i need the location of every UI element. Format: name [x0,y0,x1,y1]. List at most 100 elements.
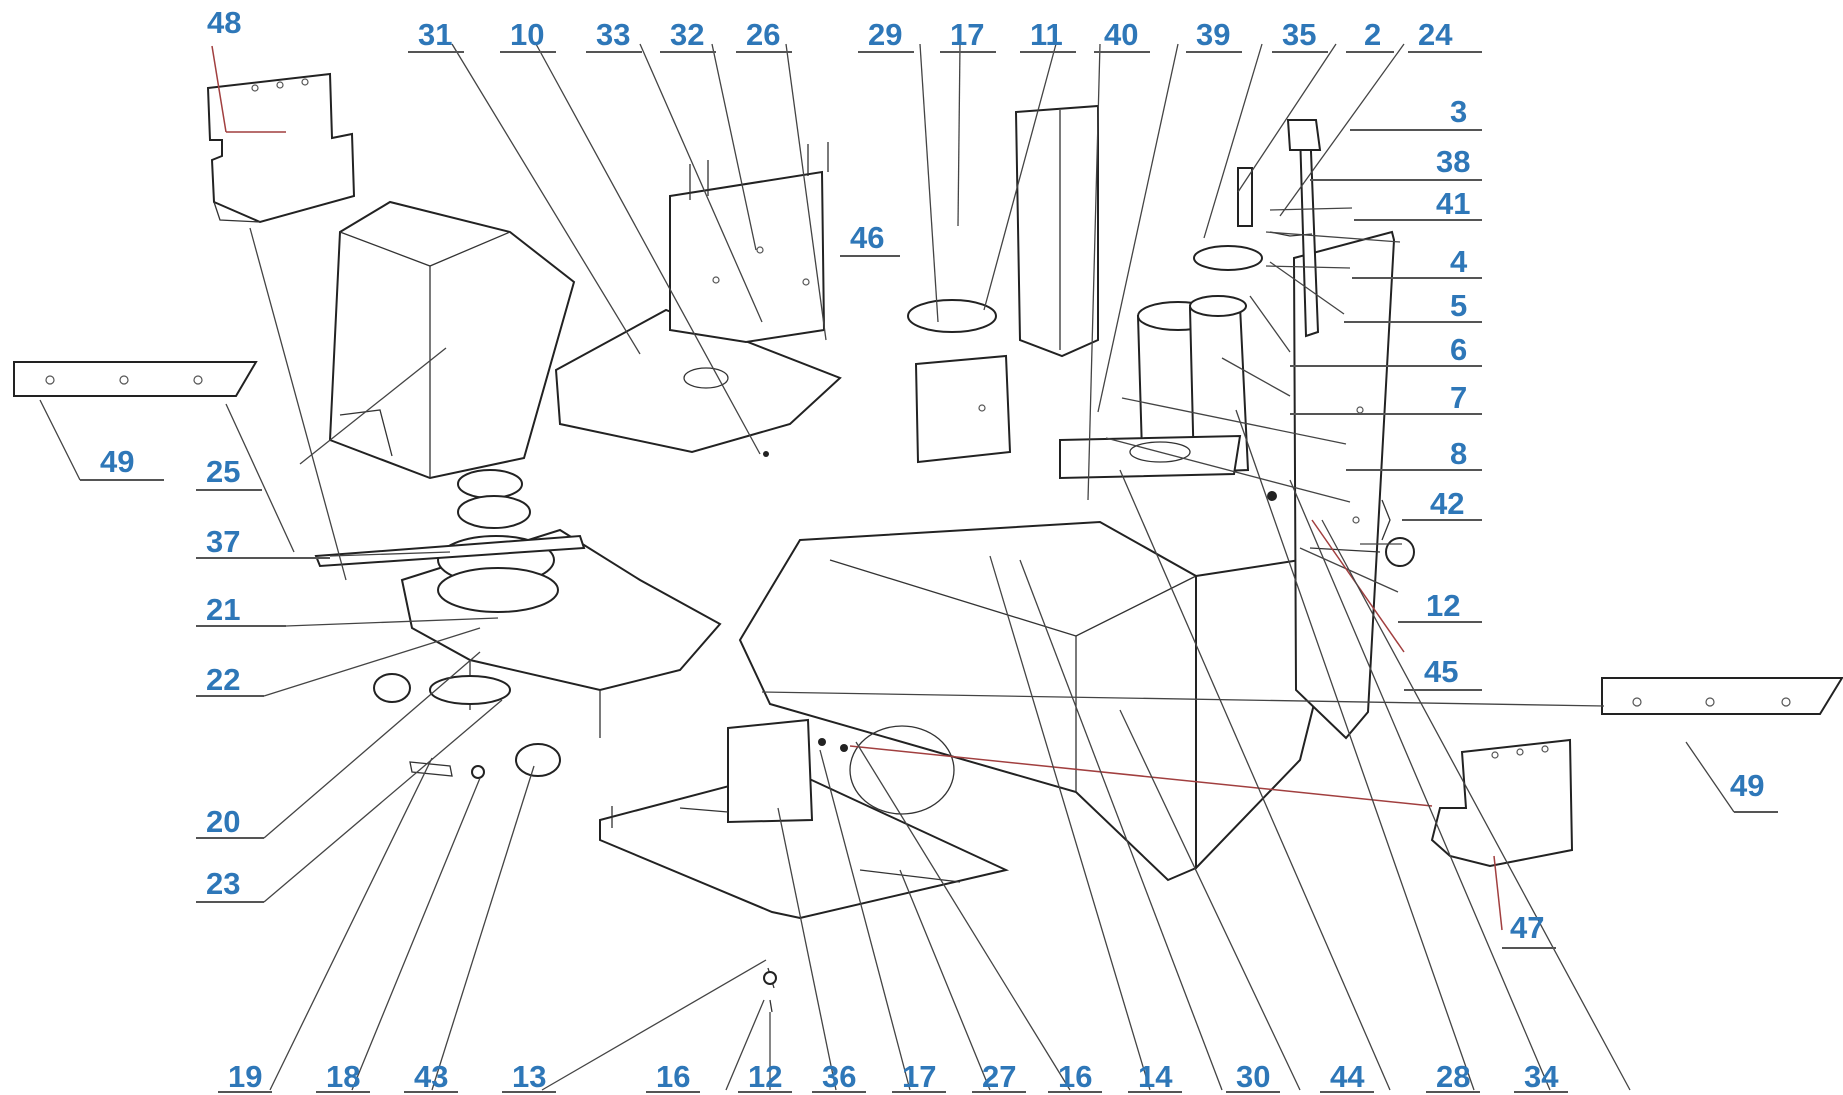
handle-part-42 [1309,499,1415,567]
porthole-ring [849,725,955,815]
callout-22: 22 [196,662,264,697]
svg-text:8: 8 [1450,436,1467,471]
leader-lines [39,43,1735,1091]
svg-text:2: 2 [1364,17,1381,52]
svg-text:30: 30 [1236,1059,1270,1094]
svg-text:26: 26 [746,17,780,52]
callout-38: 38 [1310,144,1482,181]
callout-14: 14 [1128,1059,1182,1094]
svg-text:45: 45 [1424,654,1458,689]
svg-text:25: 25 [206,454,240,489]
svg-text:41: 41 [1436,186,1470,221]
svg-text:37: 37 [206,524,240,559]
small-fasteners [373,673,777,1013]
svg-text:12: 12 [1426,588,1460,623]
svg-text:39: 39 [1196,17,1230,52]
svg-text:47: 47 [1510,910,1544,945]
svg-text:28: 28 [1436,1059,1470,1094]
svg-text:49: 49 [100,444,134,479]
parts-drawing [13,72,1843,1013]
svg-text:32: 32 [670,17,704,52]
svg-text:16: 16 [656,1059,690,1094]
svg-text:49: 49 [1730,768,1764,803]
callout-7: 7 [1290,380,1482,415]
strip-part-49-right [1601,677,1843,715]
callout-4: 4 [1352,244,1482,279]
callout-13: 13 [502,1059,556,1094]
callout-17-top: 17 [940,17,996,53]
callout-5: 5 [1344,288,1482,323]
svg-text:4: 4 [1450,244,1468,279]
svg-text:40: 40 [1104,17,1138,52]
right-side-plate [1292,230,1396,740]
svg-text:43: 43 [414,1059,448,1094]
callout-45: 45 [1404,654,1482,691]
svg-text:14: 14 [1138,1059,1173,1094]
callout-47: 47 [1502,910,1556,949]
top-mechanism [1193,119,1322,338]
svg-text:16: 16 [1058,1059,1092,1094]
callout-20: 20 [196,804,264,839]
callout-21: 21 [196,592,286,627]
callout-16-bottom-b: 16 [1048,1059,1102,1094]
bracket-part-32 [669,142,829,344]
callout-27: 27 [972,1059,1026,1094]
svg-text:13: 13 [512,1059,546,1094]
callout-3: 3 [1350,94,1482,131]
callout-42: 42 [1402,486,1482,521]
svg-text:21: 21 [206,592,240,627]
callout-28: 28 [1426,1059,1480,1094]
svg-text:44: 44 [1330,1059,1365,1094]
svg-text:42: 42 [1430,486,1464,521]
callout-8: 8 [1346,436,1482,471]
hood-part-25 [328,200,576,480]
callout-2: 2 [1346,17,1394,53]
callout-24: 24 [1408,17,1482,53]
callout-12-bottom: 12 [738,1059,792,1094]
callout-12-right: 12 [1398,588,1482,623]
callout-34: 34 [1514,1059,1568,1094]
rack-part-37 [314,534,586,568]
callout-36: 36 [812,1059,866,1094]
callout-6: 6 [1290,332,1482,367]
callout-11: 11 [1020,17,1076,53]
svg-text:23: 23 [206,866,240,901]
svg-text:31: 31 [418,17,452,52]
callout-33: 33 [586,17,642,53]
svg-text:33: 33 [596,17,630,52]
callout-23: 23 [196,866,264,903]
svg-text:11: 11 [1030,17,1063,52]
callout-48: 48 [207,5,241,40]
callout-44: 44 [1320,1059,1374,1094]
svg-text:34: 34 [1524,1059,1559,1094]
callout-46: 46 [840,220,900,257]
callout-37: 37 [196,524,330,559]
svg-text:38: 38 [1436,144,1470,179]
callout-30: 30 [1226,1059,1280,1094]
column-part-11 [1014,104,1099,358]
guard-part-47 [1430,738,1574,868]
svg-text:48: 48 [207,5,241,40]
callout-29: 29 [858,17,914,53]
callout-10: 10 [500,17,556,53]
callout-18: 18 [316,1059,370,1094]
callout-26: 26 [736,17,792,53]
callout-32: 32 [660,17,716,53]
strip-part-49-left [13,361,258,397]
svg-text:6: 6 [1450,332,1467,367]
svg-text:36: 36 [822,1059,856,1094]
callout-19: 19 [218,1059,272,1094]
callout-labels: 48 31 10 33 32 26 29 17 11 40 39 35 2 24… [80,5,1778,1094]
svg-text:5: 5 [1450,288,1467,323]
leader-termini [763,451,1277,752]
svg-text:24: 24 [1418,17,1453,52]
callout-31: 31 [408,17,464,53]
svg-text:3: 3 [1450,94,1467,129]
callout-49-left: 49 [80,444,164,481]
cylinder-part-7 [1059,295,1250,480]
callout-40: 40 [1094,17,1150,53]
svg-text:20: 20 [206,804,240,839]
svg-text:35: 35 [1282,17,1316,52]
svg-text:17: 17 [950,17,984,52]
svg-text:18: 18 [326,1059,360,1094]
